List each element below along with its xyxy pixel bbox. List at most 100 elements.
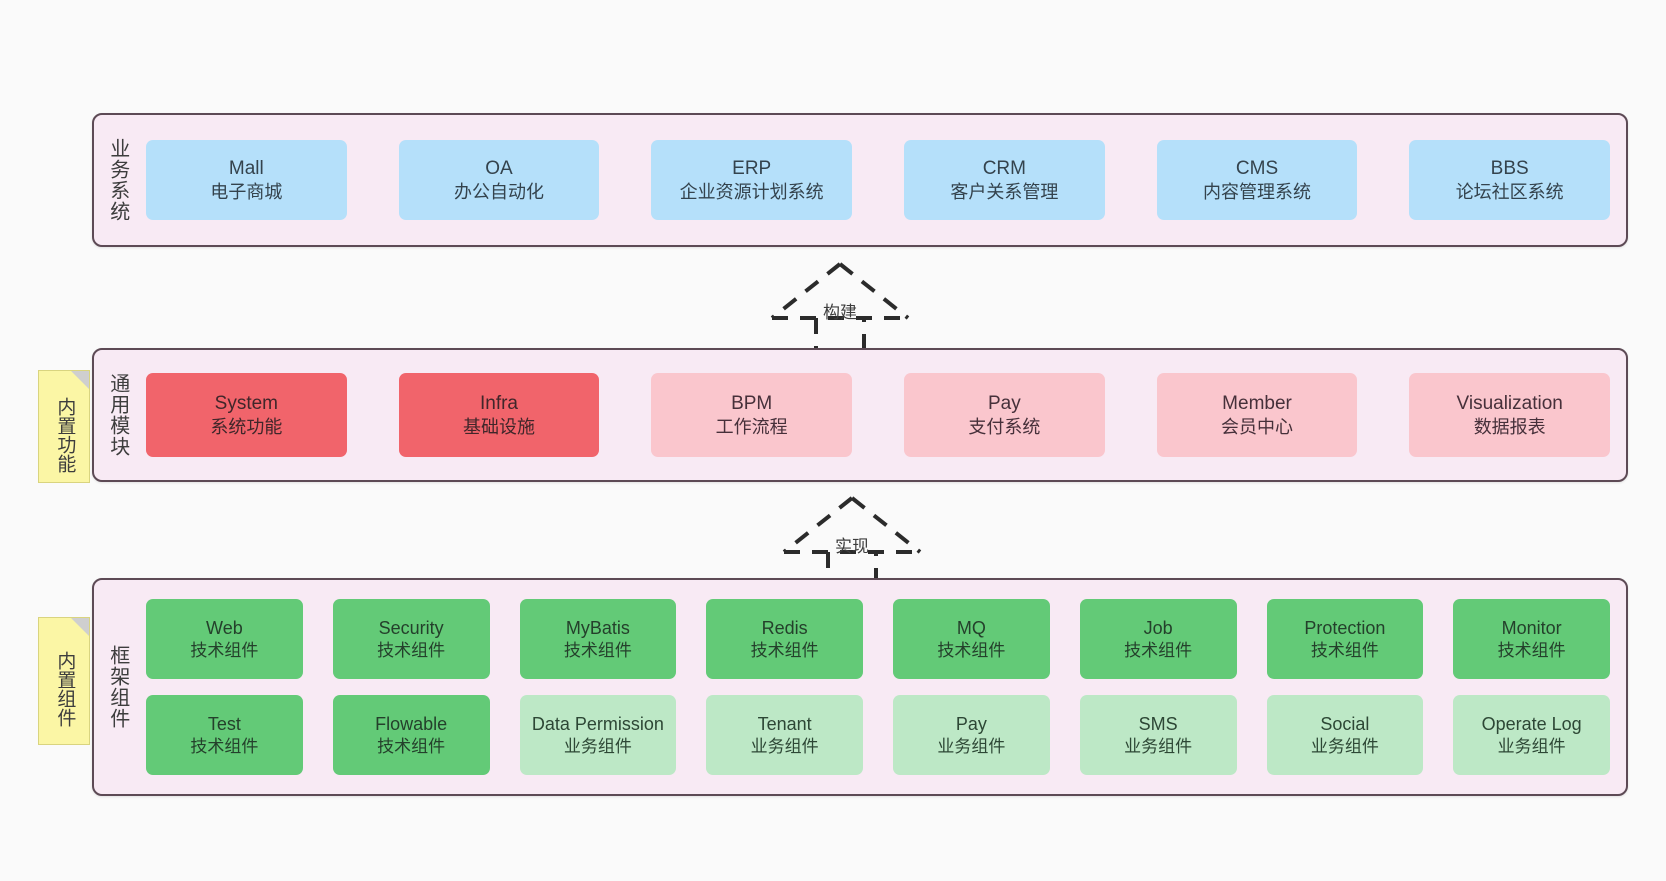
node-member[interactable]: Member 会员中心 [1156,373,1358,457]
node-infra[interactable]: Infra 基础设施 [398,373,600,457]
node-title-cn: 技术组件 [190,736,259,756]
node-title-cn: 技术组件 [750,640,819,660]
arrowhead-right-edge [850,496,922,554]
node-title-cn: 业务组件 [1497,736,1566,756]
layer-title-framework-components: 框架组件 [106,645,129,729]
node-title-en: System [214,392,279,414]
node-oa[interactable]: OA 办公自动化 [398,140,600,220]
node-protection[interactable]: Protection 技术组件 [1266,599,1424,679]
node-bbs[interactable]: BBS 论坛社区系统 [1409,140,1611,220]
node-social[interactable]: Social 业务组件 [1266,695,1424,775]
node-pay[interactable]: Pay 支付系统 [904,373,1105,457]
node-system[interactable]: System 系统功能 [146,373,347,457]
node-data-permission[interactable]: Data Permission 业务组件 [519,695,677,775]
node-row-business: Test 技术组件 Flowable 技术组件 Data Permission … [146,695,1610,775]
layer-body-business-system: Mall 电子商城 OA 办公自动化 ERP 企业资源计划系统 CRM 客户关系… [140,115,1626,245]
node-mq[interactable]: MQ 技术组件 [893,599,1050,679]
node-erp[interactable]: ERP 企业资源计划系统 [651,140,853,220]
layer-framework-components[interactable]: 框架组件 Web 技术组件 Security 技术组件 MyBatis 技术组件… [92,578,1628,796]
node-title-cn: 系统功能 [210,416,283,437]
layer-body-framework-components: Web 技术组件 Security 技术组件 MyBatis 技术组件 Redi… [140,580,1626,794]
node-row-technical: Web 技术组件 Security 技术组件 MyBatis 技术组件 Redi… [146,599,1610,679]
node-title-cn: 技术组件 [190,640,259,660]
node-title-en: Pay [987,392,1021,414]
layer-title-common-modules: 通用模块 [106,373,129,457]
node-title-cn: 电子商城 [210,181,283,202]
node-title-cn: 业务组件 [937,736,1006,756]
arrowhead-left-edge [782,496,854,554]
node-title-en: BPM [731,392,773,414]
node-job[interactable]: Job 技术组件 [1079,599,1237,679]
node-mall[interactable]: Mall 电子商城 [146,140,347,220]
node-title-en: Member [1222,392,1292,414]
arrowhead-left-edge [770,262,842,320]
node-title-cn: 技术组件 [377,640,446,660]
node-title-en: Test [207,713,241,734]
node-title-en: Security [378,617,444,638]
node-title-cn: 内容管理系统 [1203,181,1312,202]
node-title-cn: 基础设施 [463,416,535,437]
node-title-en: Operate Log [1481,713,1582,734]
node-title-cn: 技术组件 [1310,640,1379,660]
node-title-en: Pay [955,713,987,734]
node-title-cn: 业务组件 [1124,736,1193,756]
node-title-en: Data Permission [531,713,664,734]
node-title-en: SMS [1138,713,1178,734]
node-crm[interactable]: CRM 客户关系管理 [904,140,1105,220]
node-title-cn: 业务组件 [563,736,632,756]
node-title-en: MyBatis [565,617,630,638]
node-title-en: Web [206,617,243,638]
node-title-en: Protection [1304,617,1386,638]
node-tenant[interactable]: Tenant 业务组件 [706,695,863,775]
connector-implement: 实现 [772,492,932,588]
node-bpm[interactable]: BPM 工作流程 [651,373,853,457]
note-builtin-functions: 内置功能 [38,370,90,483]
node-mybatis[interactable]: MyBatis 技术组件 [519,599,677,679]
node-title-cn: 论坛社区系统 [1455,181,1564,202]
node-title-en: OA [485,157,513,179]
node-title-cn: 技术组件 [1124,640,1193,660]
node-title-cn: 技术组件 [377,736,446,756]
node-flowable[interactable]: Flowable 技术组件 [332,695,490,775]
node-title-cn: 支付系统 [968,416,1041,437]
node-monitor[interactable]: Monitor 技术组件 [1453,599,1610,679]
node-title-cn: 技术组件 [1497,640,1566,660]
node-redis[interactable]: Redis 技术组件 [706,599,863,679]
node-title-en: Flowable [375,713,448,734]
node-pay-component[interactable]: Pay 业务组件 [893,695,1050,775]
node-title-cn: 企业资源计划系统 [679,181,824,202]
layer-body-common-modules: System 系统功能 Infra 基础设施 BPM 工作流程 Pay 支付系统… [140,350,1626,480]
node-title-cn: 技术组件 [563,640,632,660]
node-sms[interactable]: SMS 业务组件 [1079,695,1237,775]
node-web[interactable]: Web 技术组件 [146,599,303,679]
node-title-en: CRM [982,157,1026,179]
note-fold-corner-icon [71,371,89,389]
node-operate-log[interactable]: Operate Log 业务组件 [1453,695,1610,775]
node-title-en: Mall [228,157,264,179]
node-security[interactable]: Security 技术组件 [332,599,490,679]
node-row: System 系统功能 Infra 基础设施 BPM 工作流程 Pay 支付系统… [146,373,1611,457]
note-label: 内置组件 [54,651,76,727]
node-title-cn: 技术组件 [937,640,1006,660]
node-title-en: BBS [1490,157,1529,179]
node-title-en: Social [1320,713,1370,734]
note-builtin-components: 内置组件 [38,617,90,745]
node-title-cn: 业务组件 [1310,736,1379,756]
connector-build: 构建 [760,258,920,354]
layer-common-modules[interactable]: 通用模块 System 系统功能 Infra 基础设施 BPM 工作流程 Pay… [92,348,1628,482]
node-visualization[interactable]: Visualization 数据报表 [1409,373,1611,457]
node-row: Mall 电子商城 OA 办公自动化 ERP 企业资源计划系统 CRM 客户关系… [146,140,1611,220]
node-cms[interactable]: CMS 内容管理系统 [1156,140,1358,220]
node-title-en: Monitor [1501,617,1562,638]
node-title-cn: 业务组件 [750,736,819,756]
node-title-en: ERP [732,157,772,179]
node-title-en: CMS [1235,157,1279,179]
arrowhead-right-edge [838,262,910,320]
layer-title-business-system: 业务系统 [106,138,129,222]
node-test[interactable]: Test 技术组件 [146,695,303,775]
node-title-en: Redis [761,617,808,638]
layer-business-system[interactable]: 业务系统 Mall 电子商城 OA 办公自动化 ERP 企业资源计划系统 CRM… [92,113,1628,247]
node-title-cn: 数据报表 [1473,416,1546,437]
note-fold-corner-icon [71,618,89,636]
